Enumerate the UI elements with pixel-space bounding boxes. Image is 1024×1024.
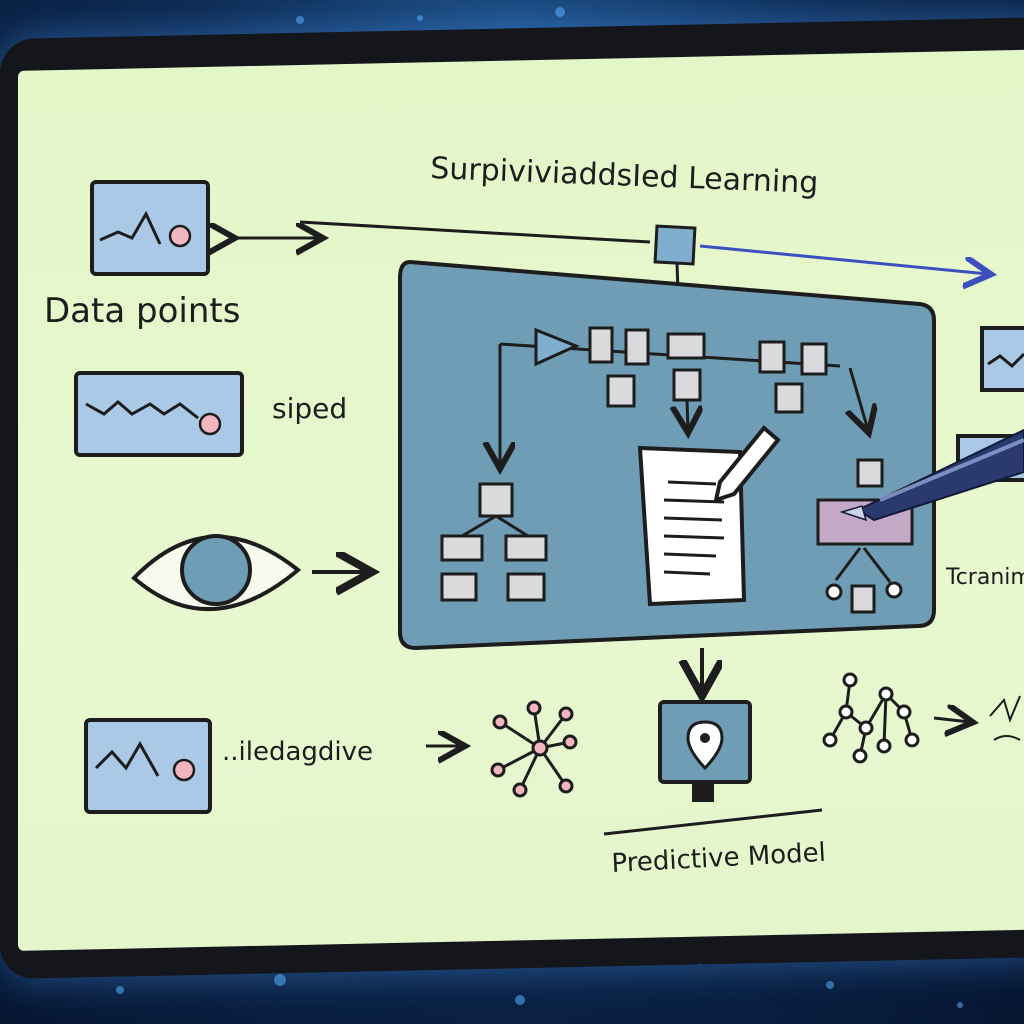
data-card-2 [74, 371, 244, 457]
top-right-arrow [699, 244, 988, 274]
label-predictive-model: Predictive Model [611, 838, 827, 879]
monitor-icon [658, 700, 752, 802]
eye-icon [131, 534, 302, 612]
model-underline [603, 808, 823, 836]
label-data-points: Data points [44, 291, 240, 331]
flow-nodes [534, 326, 828, 414]
diagram-title: SurpiviviaddsIed Learning [430, 151, 819, 201]
top-long-line [299, 220, 651, 244]
right-network-arrow [933, 718, 970, 722]
network-graph-icon [490, 700, 578, 798]
tree-node-left [440, 482, 548, 602]
data-card-3 [84, 718, 212, 814]
hub-node [653, 224, 697, 266]
right-small-node [856, 458, 884, 488]
pencil-icon [713, 425, 781, 504]
label-tcranim: Tcranim [945, 565, 1024, 590]
right-scribble [989, 695, 1021, 741]
right-tree [825, 547, 903, 614]
label-iledagdive: ..iledagdive [222, 737, 373, 767]
right-card-1-line [987, 352, 1024, 369]
stylus-pen [839, 428, 1024, 522]
flow-right-down [850, 367, 868, 430]
network-graph-right [822, 672, 920, 764]
data-card-1 [90, 180, 210, 276]
location-pin-icon [686, 720, 724, 771]
label-siped: siped [272, 392, 347, 425]
